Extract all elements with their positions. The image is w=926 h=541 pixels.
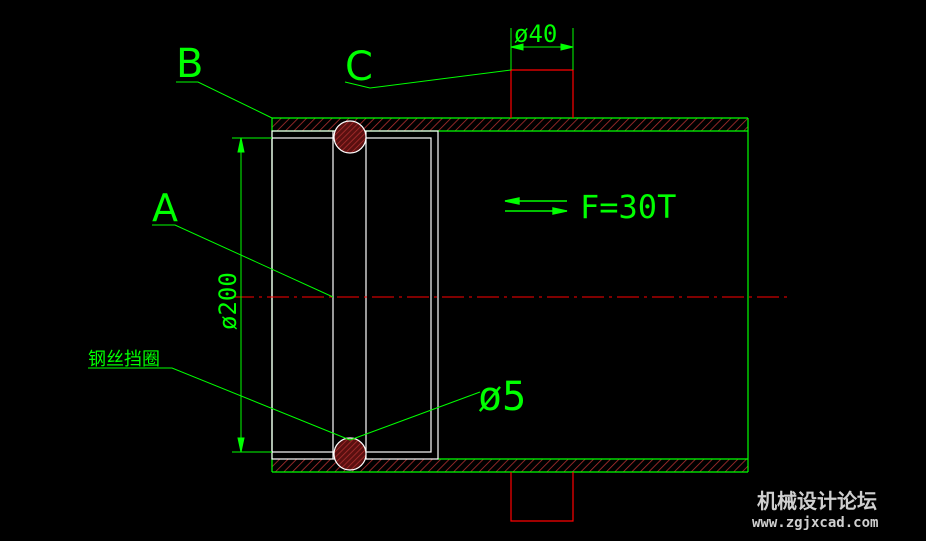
label-a: A	[152, 186, 178, 230]
dimension-d40-text: ø40	[514, 20, 557, 48]
leader-wire-ring	[88, 367, 351, 441]
wire-ring-top	[333, 120, 367, 154]
cylinder-bottom-wall-hatch	[272, 459, 748, 472]
leader-d5	[349, 391, 481, 441]
label-c: C	[345, 44, 373, 90]
dimension-d200	[232, 137, 272, 453]
leader-lines	[88, 69, 512, 441]
label-wire-ring: 钢丝挡圈	[88, 349, 160, 370]
leader-a	[152, 224, 334, 298]
label-b: B	[176, 41, 203, 87]
dimension-d40	[510, 28, 574, 70]
leader-b	[176, 81, 273, 119]
watermark-name: 机械设计论坛	[757, 489, 877, 513]
leader-c	[344, 69, 512, 89]
dimension-d200-text: ø200	[214, 272, 242, 330]
wire-ring-bottom	[333, 437, 367, 471]
watermark-url: www.zgjxcad.com	[752, 515, 878, 531]
force-text: F=30T	[580, 188, 676, 226]
port-bottom	[510, 472, 574, 522]
piston	[271, 130, 439, 460]
force-arrows	[504, 197, 568, 215]
dimension-d5-text: ø5	[478, 374, 526, 420]
port-top	[510, 69, 574, 118]
cylinder-top-wall-hatch	[272, 118, 748, 131]
